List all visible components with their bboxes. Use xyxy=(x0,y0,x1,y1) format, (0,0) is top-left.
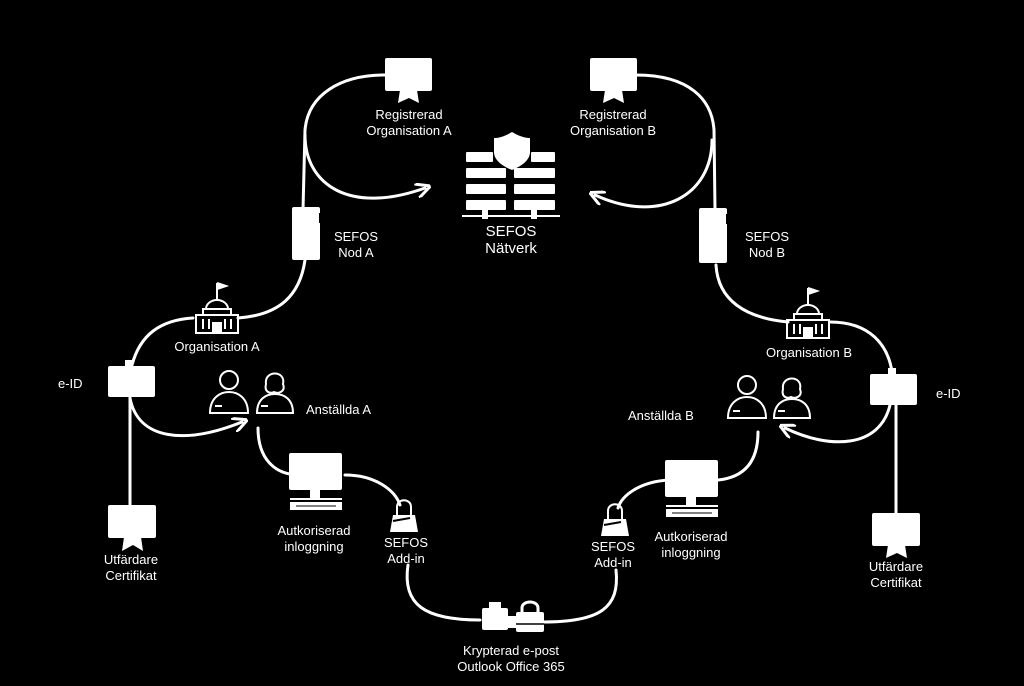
eid-b-label: e-ID xyxy=(936,386,961,401)
organisation-a-label: Organisation A xyxy=(174,339,260,354)
issuer-cert-icon-b xyxy=(872,513,920,558)
registered-cert-icon-b xyxy=(590,58,637,103)
issuer-cert-icon-a xyxy=(108,505,156,551)
employees-b-label: Anställda B xyxy=(628,408,694,423)
employees-icon-b xyxy=(726,375,812,419)
sefos-network-icon xyxy=(462,132,560,219)
computer-icon-a xyxy=(289,453,342,510)
organisation-b-label: Organisation B xyxy=(766,345,852,360)
registered-cert-icon-a xyxy=(385,58,432,103)
employees-icon-a xyxy=(208,370,295,414)
sefos-node-icon-b xyxy=(699,208,732,263)
eid-card-icon-a xyxy=(108,360,155,397)
eid-a-label: e-ID xyxy=(58,376,83,391)
sefos-addin-icon-a xyxy=(390,499,418,532)
connector-lines xyxy=(128,73,898,624)
computer-icon-b xyxy=(665,460,718,517)
organisation-building-icon-b xyxy=(786,287,830,339)
sefos-addin-icon-b xyxy=(601,503,629,536)
organisation-building-icon-a xyxy=(195,282,239,334)
eid-card-icon-b xyxy=(870,368,917,405)
sefos-node-icon-a xyxy=(292,207,325,260)
employees-a-label: Anställda A xyxy=(306,402,372,417)
encrypted-mail-icon xyxy=(482,600,544,632)
